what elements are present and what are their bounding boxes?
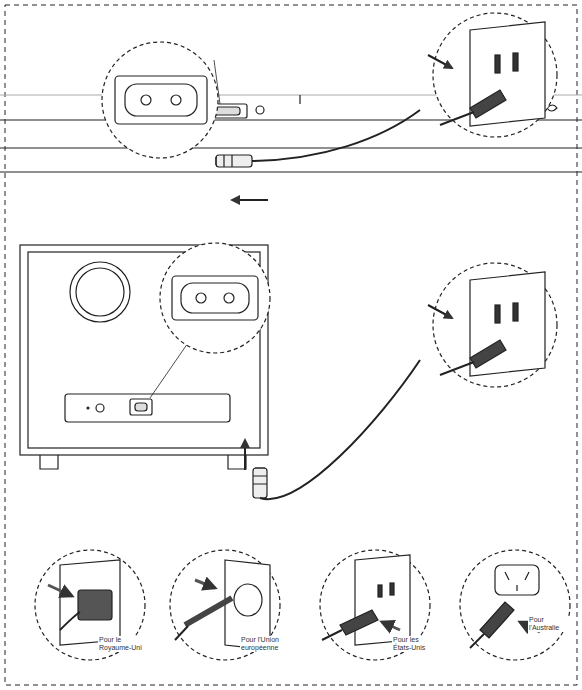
wall-outlet-2 (428, 263, 557, 387)
subwoofer (20, 245, 268, 469)
region-caption: Pour l'Australie (528, 616, 570, 632)
wall-outlet-1 (428, 13, 557, 137)
socket-magnifier (102, 42, 220, 158)
plug-uk (35, 550, 145, 660)
region-caption: Pour le Royaume-Uni (98, 636, 146, 652)
region-caption: Pour les États-Unis (392, 636, 434, 652)
power-plug-soundbar (216, 110, 420, 200)
power-plug-subwoofer (245, 360, 420, 499)
region-caption: Pour l'Union européenne (240, 636, 288, 652)
dashed-frame (5, 5, 577, 685)
socket-magnifier (160, 243, 270, 353)
plug-au (460, 550, 570, 660)
